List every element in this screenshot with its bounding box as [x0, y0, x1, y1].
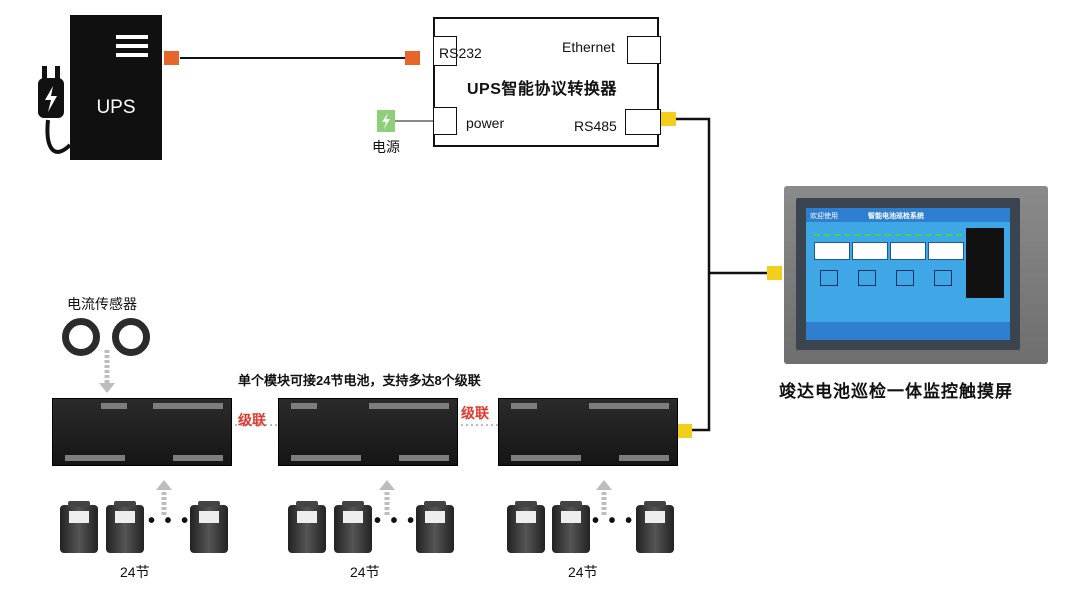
ups-label: UPS — [96, 97, 136, 118]
module-terminal — [511, 455, 581, 461]
battery-arrow-head-1 — [156, 480, 172, 490]
screen-battery-icon-2 — [858, 270, 876, 286]
ethernet-port-box — [627, 36, 661, 64]
module-terminal — [589, 403, 669, 409]
current-sensor-icon-2 — [112, 318, 150, 356]
module-terminal — [619, 455, 669, 461]
module-rs485-port — [678, 424, 692, 438]
cascade-label-2: 级联 — [461, 405, 489, 421]
screen-battery-icon-3 — [896, 270, 914, 286]
rs232-label: RS232 — [439, 45, 482, 61]
inspection-module-1 — [52, 398, 232, 466]
ups-rs232-port — [164, 51, 179, 65]
screen-bus-line — [814, 234, 962, 238]
module-terminal — [65, 455, 125, 461]
module-terminal — [153, 403, 223, 409]
power-supply-label: 电源 — [372, 139, 400, 155]
power-port-box — [433, 107, 457, 135]
protocol-converter: RS232 Ethernet UPS智能协议转换器 power RS485 — [433, 17, 661, 147]
module-terminal — [511, 403, 537, 409]
battery-icon — [60, 501, 98, 553]
screen-battery-icon-1 — [820, 270, 838, 286]
power-label: power — [466, 115, 505, 131]
battery-arrow-head-2 — [379, 480, 395, 490]
power-plug-icon — [38, 66, 64, 118]
battery-icon — [416, 501, 454, 553]
battery-icon — [334, 501, 372, 553]
battery-count-2: 24节 — [350, 564, 380, 580]
module-terminal — [399, 455, 449, 461]
screen-battery-icon-4 — [934, 270, 952, 286]
battery-ellipsis: • • • — [148, 510, 191, 532]
converter-rs485-port — [661, 112, 676, 126]
module-terminal — [101, 403, 127, 409]
battery-ellipsis: • • • — [592, 510, 635, 532]
touchscreen-display: 欢迎使用 智能电池巡检系统 — [806, 208, 1010, 340]
module-terminal — [291, 403, 317, 409]
current-sensor-label: 电流传感器 — [67, 296, 137, 312]
ups-device: UPS — [70, 15, 162, 160]
converter-rs232-port — [405, 51, 420, 65]
rs232-port-box — [433, 36, 457, 66]
rs485-label: RS485 — [574, 118, 617, 134]
module-terminal — [173, 455, 223, 461]
power-supply-icon — [377, 110, 395, 132]
rs485-port-box — [625, 109, 661, 135]
touchscreen-caption: 竣达电池巡检一体监控触摸屏 — [779, 382, 1013, 401]
rs485-cable — [676, 117, 711, 432]
ups-menu-icon — [116, 35, 148, 57]
screen-cell-1 — [814, 242, 850, 260]
cascade-label-1: 级联 — [238, 412, 266, 428]
battery-icon — [106, 501, 144, 553]
screen-header-title: 智能电池巡检系统 — [868, 213, 924, 220]
battery-icon — [288, 501, 326, 553]
battery-icon — [636, 501, 674, 553]
screen-cell-4 — [928, 242, 964, 260]
screen-header: 欢迎使用 智能电池巡检系统 — [806, 208, 1010, 222]
battery-icon — [552, 501, 590, 553]
converter-title: UPS智能协议转换器 — [467, 81, 617, 98]
screen-cell-3 — [890, 242, 926, 260]
inspection-module-2 — [278, 398, 458, 466]
battery-count-1: 24节 — [120, 564, 150, 580]
inspection-module-3 — [498, 398, 678, 466]
module-terminal — [369, 403, 449, 409]
battery-arrow-head-3 — [596, 480, 612, 490]
battery-icon — [190, 501, 228, 553]
sensor-arrow-head — [99, 383, 115, 393]
screen-rs485-port — [767, 266, 782, 280]
screen-header-left: 欢迎使用 — [810, 213, 838, 220]
battery-ellipsis: • • • — [374, 510, 417, 532]
battery-icon — [507, 501, 545, 553]
screen-footer — [806, 322, 1010, 340]
touchscreen-bezel: 欢迎使用 智能电池巡检系统 — [796, 198, 1020, 350]
module-description: 单个模块可接24节电池，支持多达8个级联 — [238, 373, 481, 388]
ethernet-label: Ethernet — [562, 39, 615, 55]
touchscreen-panel: 欢迎使用 智能电池巡检系统 — [784, 186, 1048, 364]
ups-plug-cable — [45, 119, 72, 154]
screen-side-panel — [966, 228, 1004, 298]
screen-cell-2 — [852, 242, 888, 260]
module-terminal — [291, 455, 361, 461]
current-sensor-icon-1 — [62, 318, 100, 356]
battery-count-3: 24节 — [568, 564, 598, 580]
